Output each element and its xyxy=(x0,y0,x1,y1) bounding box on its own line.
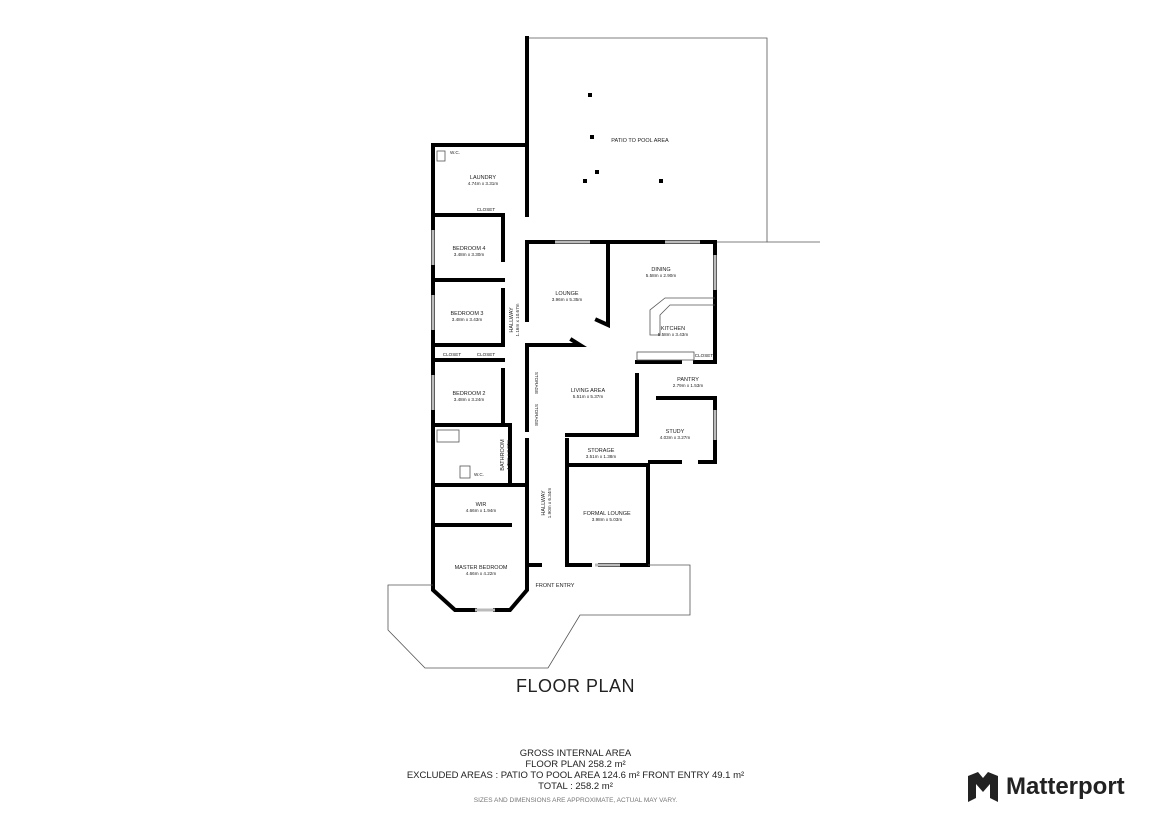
room-dimensions: 4.74m x 3.31m xyxy=(468,181,499,186)
room-label: CLOSET xyxy=(695,353,714,358)
kitchen-counter xyxy=(649,297,715,336)
room-label: LAUNDRY xyxy=(470,175,497,181)
walls xyxy=(431,36,717,612)
bathtub-icon xyxy=(436,429,460,443)
room-label: FORMAL LOUNGE xyxy=(583,511,631,517)
room-label: STUDY xyxy=(666,429,685,435)
excluded-areas: EXCLUDED AREAS : PATIO TO POOL AREA 124.… xyxy=(406,770,745,781)
room-dimensions: 4.78m x 3.07m xyxy=(506,440,511,471)
room-label: HALLWAY xyxy=(509,307,515,333)
room-dimensions: 1.16m x 10.67m xyxy=(515,303,520,336)
floor-plan-area: FLOOR PLAN 258.2 m² xyxy=(525,759,626,770)
room-label: STORAGE xyxy=(534,372,539,394)
room-label: MASTER BEDROOM xyxy=(455,565,508,571)
room-label: PANTRY xyxy=(677,377,699,383)
patio-column xyxy=(590,135,594,139)
room-label: CLOSET xyxy=(443,352,462,357)
patio-column xyxy=(595,170,599,174)
room-dimensions: 4.66m x 4.22m xyxy=(466,571,497,576)
patio-column xyxy=(583,179,587,183)
room-label: STORAGE xyxy=(588,448,615,454)
total-area: TOTAL : 258.2 m² xyxy=(538,781,613,792)
room-dimensions: 1.90m x 6.34m xyxy=(547,488,552,519)
room-label: DINING xyxy=(651,267,670,273)
room-label: FRONT ENTRY xyxy=(536,583,575,589)
room-dimensions: 3.98m x 5.03m xyxy=(592,517,623,522)
room-label: W.C. xyxy=(474,472,484,477)
room-label: CLOSET xyxy=(477,352,496,357)
room-label: PATIO TO POOL AREA xyxy=(611,138,669,144)
brand-name: Matterport xyxy=(1006,773,1125,800)
patio-outline xyxy=(527,37,820,243)
room-label: WIR xyxy=(476,502,487,508)
room-label: LIVING AREA xyxy=(571,388,606,394)
room-dimensions: 3.48m x 3.43m xyxy=(452,317,483,322)
matterport-logo-icon xyxy=(968,772,998,802)
room-dimensions: 5.58m x 2.90m xyxy=(646,273,677,278)
patio-column xyxy=(659,179,663,183)
room-label: LOUNGE xyxy=(555,291,579,297)
room-dimensions: 3.48m x 3.24m xyxy=(454,397,485,402)
toilet-icon xyxy=(459,465,471,479)
room-label: W.C. xyxy=(450,150,460,155)
matterport-logo: Matterport xyxy=(968,772,1125,802)
room-label: KITCHEN xyxy=(661,326,685,332)
room-label: BEDROOM 2 xyxy=(452,391,485,397)
room-label: HALLWAY xyxy=(541,490,547,516)
patio-column xyxy=(588,93,592,97)
room-dimensions: 5.58m x 3.43m xyxy=(658,332,689,337)
room-dimensions: 3.51m x 1.38m xyxy=(586,454,617,459)
room-label: CLOSET xyxy=(477,207,496,212)
room-label: STORAGE xyxy=(534,404,539,426)
toilet-icon xyxy=(436,150,446,162)
room-dimensions: 3.96m x 5.35m xyxy=(552,297,583,302)
area-summary: GROSS INTERNAL AREA FLOOR PLAN 258.2 m² … xyxy=(0,748,1151,806)
room-label: BEDROOM 4 xyxy=(452,246,485,252)
kitchen-counter-lower xyxy=(636,351,695,361)
room-dimensions: 4.03m x 3.27m xyxy=(660,435,691,440)
room-label: BATHROOM xyxy=(500,439,506,471)
front-entry-deck xyxy=(387,564,691,669)
room-dimensions: 4.66m x 1.94m xyxy=(466,508,497,513)
room-dimensions: 3.48m x 3.30m xyxy=(454,252,485,257)
area-heading: GROSS INTERNAL AREA xyxy=(519,748,632,759)
room-dimensions: 5.51m x 5.37m xyxy=(573,394,604,399)
room-label: BEDROOM 3 xyxy=(450,311,483,317)
room-dimensions: 2.79m x 1.53m xyxy=(673,383,704,388)
plan-title: FLOOR PLAN xyxy=(515,676,636,696)
disclaimer: SIZES AND DIMENSIONS ARE APPROXIMATE, AC… xyxy=(473,797,678,804)
